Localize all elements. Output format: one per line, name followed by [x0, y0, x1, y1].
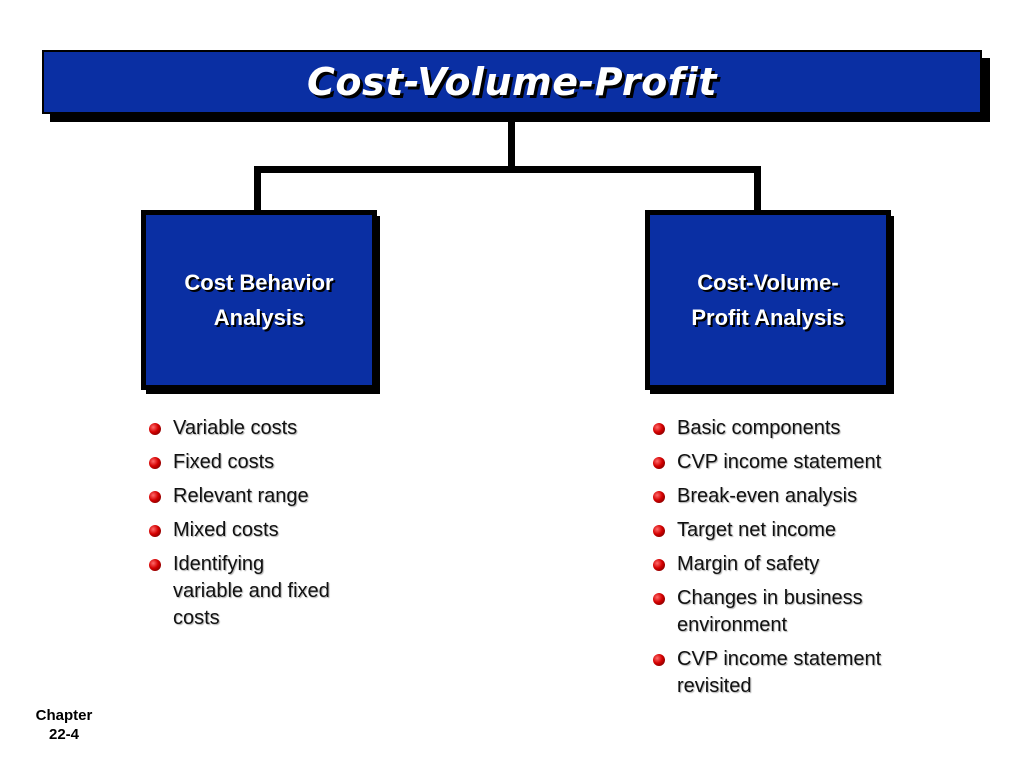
bullet-dot-icon: [653, 491, 665, 503]
list-item: Identifying variable and fixed costs: [146, 551, 386, 632]
list-item: Mixed costs: [146, 517, 386, 544]
list-item: Margin of safety: [650, 551, 950, 578]
list-item: Basic components: [650, 415, 950, 442]
list-item: CVP income statement: [650, 449, 950, 476]
chapter-label: Chapter 22-4: [20, 706, 108, 744]
bullet-dot-icon: [653, 423, 665, 435]
cvp-analysis-topic-list: Basic components CVP income statement Br…: [650, 415, 950, 707]
bullet-dot-icon: [149, 457, 161, 469]
connector-crossbar: [254, 166, 761, 173]
bullet-dot-icon: [149, 491, 161, 503]
bullet-dot-icon: [653, 593, 665, 605]
bullet-dot-icon: [653, 525, 665, 537]
connector-right-drop: [754, 166, 761, 214]
cost-behavior-topic-list: Variable costs Fixed costs Relevant rang…: [146, 415, 386, 639]
connector-trunk: [508, 121, 515, 169]
page-title: Cost-Volume-Profit: [306, 60, 717, 104]
node-cvp-analysis: Cost-Volume- Profit Analysis: [645, 210, 891, 390]
list-item: Relevant range: [146, 483, 386, 510]
node-cost-behavior-label: Cost Behavior Analysis: [184, 270, 334, 330]
bullet-dot-icon: [149, 423, 161, 435]
bullet-dot-icon: [653, 654, 665, 666]
title-banner: Cost-Volume-Profit: [42, 50, 982, 114]
connector-left-drop: [254, 166, 261, 214]
list-item: Fixed costs: [146, 449, 386, 476]
bullet-dot-icon: [149, 559, 161, 571]
node-cvp-analysis-label: Cost-Volume- Profit Analysis: [691, 270, 845, 330]
bullet-dot-icon: [653, 559, 665, 571]
list-item: CVP income statement revisited: [650, 646, 950, 700]
list-item: Variable costs: [146, 415, 386, 442]
node-cost-behavior: Cost Behavior Analysis: [141, 210, 377, 390]
bullet-dot-icon: [149, 525, 161, 537]
list-item: Target net income: [650, 517, 950, 544]
chapter-label-line2: 22-4: [48, 726, 80, 743]
chapter-label-line1: Chapter: [35, 707, 93, 724]
bullet-dot-icon: [653, 457, 665, 469]
list-item: Break-even analysis: [650, 483, 950, 510]
list-item: Changes in business environment: [650, 585, 950, 639]
